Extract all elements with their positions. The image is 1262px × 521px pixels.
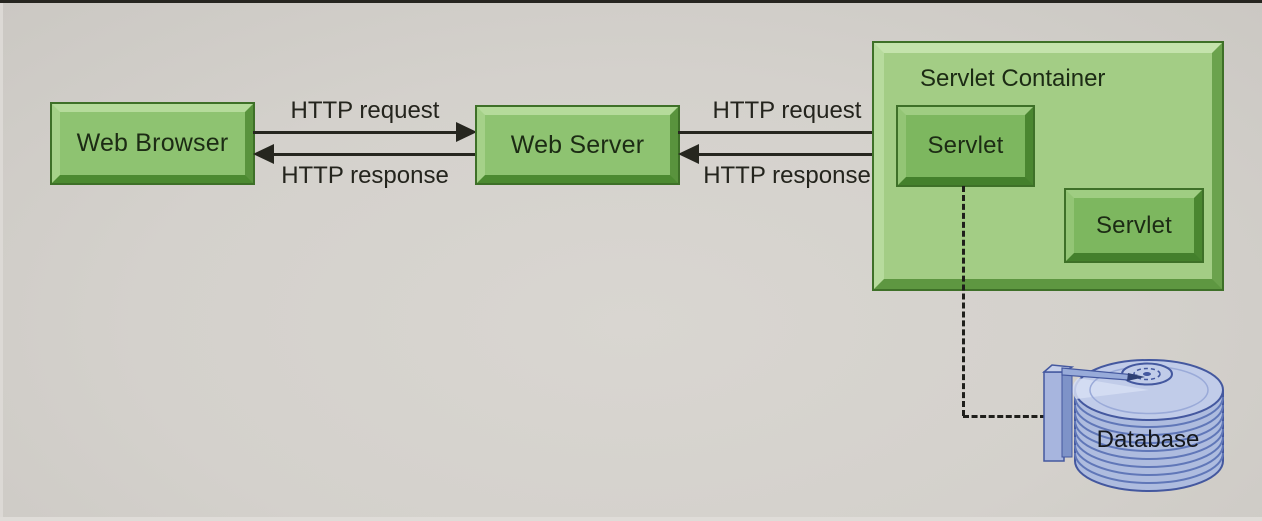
servlet-node-primary: Servlet [898, 107, 1033, 185]
http-response-label-1: HTTP response [281, 162, 449, 189]
http-request-label-2: HTTP request [712, 97, 862, 124]
servlet-container-label: Servlet Container [920, 65, 1106, 92]
servlet-container-node: Servlet Container Servlet Servlet [874, 43, 1222, 289]
database-label: Database [1097, 426, 1200, 453]
database-arm-decoration [1061, 367, 1145, 381]
web-browser-label: Web Browser [76, 129, 229, 157]
servlet-database-connector-horizontal [963, 415, 1046, 418]
http-response-label-2: HTTP response [703, 162, 871, 189]
response-arrow-line-1 [274, 153, 477, 156]
servlet-database-connector-vertical [962, 186, 965, 416]
web-server-node: Web Server [477, 107, 678, 183]
response-arrow-line-2 [699, 153, 898, 156]
web-browser-node: Web Browser [52, 104, 253, 183]
arrowhead-left-icon [678, 144, 699, 164]
arrowhead-left-icon [253, 144, 274, 164]
servlet-label: Servlet [1095, 211, 1173, 239]
database-rail-decoration [1042, 364, 1075, 462]
database-ribs-decoration [1074, 396, 1224, 484]
servlet-label: Servlet [927, 132, 1004, 159]
http-request-label-1: HTTP request [290, 97, 440, 124]
request-arrow-line-2 [678, 131, 874, 134]
web-server-label: Web Server [510, 130, 645, 159]
request-arrow-line-1 [253, 131, 456, 134]
arrowhead-right-icon [456, 122, 477, 142]
servlet-node-secondary: Servlet [1066, 190, 1202, 261]
database-icon: Database [1042, 359, 1224, 492]
